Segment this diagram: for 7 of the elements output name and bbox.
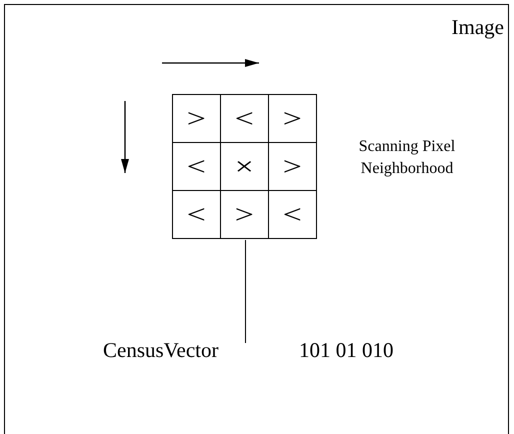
- image-frame: [4, 4, 509, 434]
- vector-value: 101 01 010: [299, 338, 394, 363]
- census-vector-label: CensusVector: [103, 338, 218, 363]
- frame-title: Image: [452, 15, 504, 40]
- connector-line: [245, 240, 246, 344]
- pixel-grid: [172, 94, 317, 239]
- caption-text: Scanning Pixel Neighborhood: [358, 137, 456, 179]
